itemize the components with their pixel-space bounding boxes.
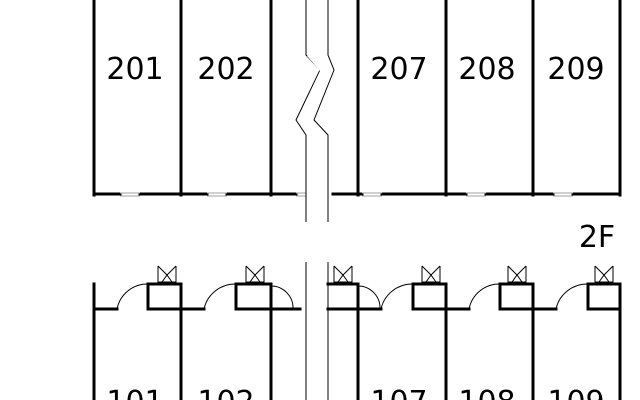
room-109: 109 <box>547 385 604 400</box>
second-floor-block <box>92 0 622 197</box>
room-201: 201 <box>106 52 163 87</box>
meter-boxes-1f <box>157 265 614 283</box>
room-101: 101 <box>106 385 163 400</box>
first-floor-block <box>92 262 622 400</box>
door-swings-1f <box>116 283 589 310</box>
room-108: 108 <box>458 385 515 400</box>
room-207: 207 <box>370 52 427 87</box>
room-208: 208 <box>458 52 515 87</box>
room-209: 209 <box>547 52 604 87</box>
floor-label-2f: 2F <box>579 220 615 255</box>
room-107: 107 <box>370 385 427 400</box>
room-102: 102 <box>197 385 254 400</box>
break-line-2f <box>295 0 335 222</box>
windows-2f <box>120 192 573 197</box>
room-202: 202 <box>197 52 254 87</box>
